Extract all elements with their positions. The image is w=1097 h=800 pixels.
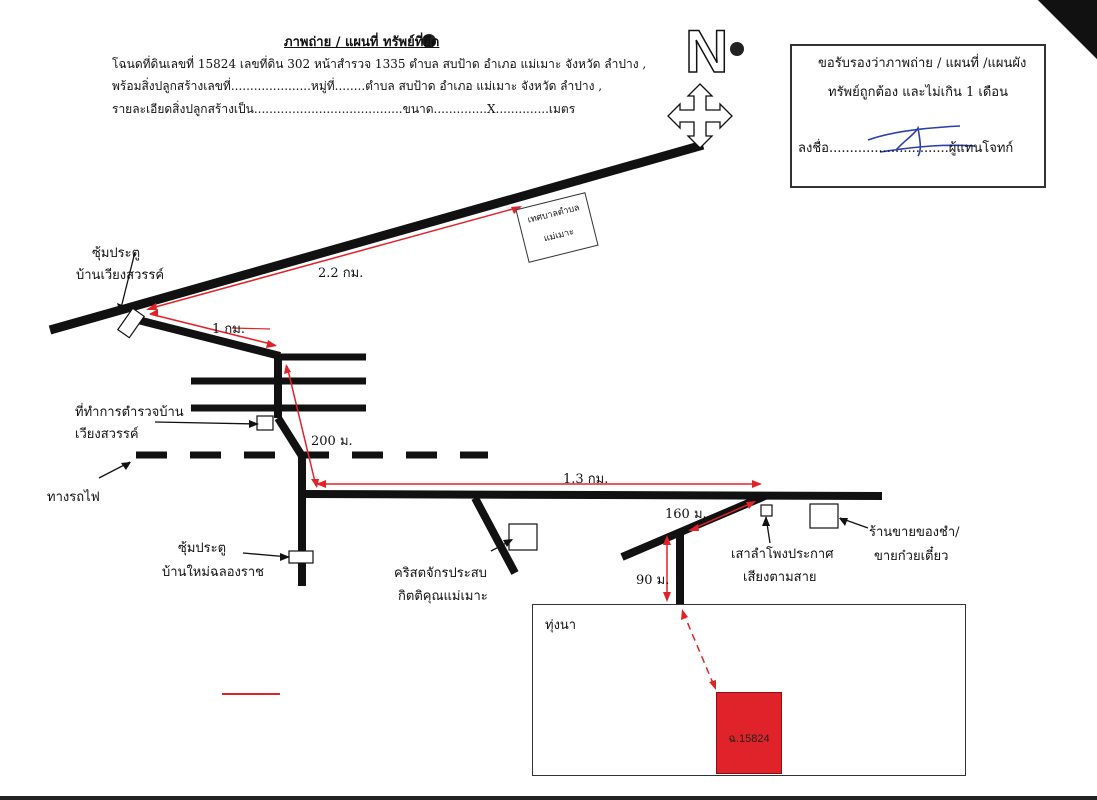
cert-line-2: ทรัพย์ถูกต้อง และไม่เกิน 1 เดือน — [828, 85, 1008, 100]
hole-punch-2 — [730, 42, 744, 56]
village-diagonal — [274, 415, 306, 459]
deed-line: โฉนดที่ดินเลขที่ 15824 เลขที่ดิน 302 หน้… — [112, 57, 647, 71]
compass-arrows-icon — [667, 83, 733, 149]
church-road — [471, 496, 519, 575]
signature-scribble — [867, 125, 976, 157]
church-label-1: คริสตจักรประสบ — [394, 566, 487, 581]
shop-label-2: ขายก๋วยเตี๋ยว — [874, 549, 949, 564]
police-label-2: เวียงสวรรค์ — [75, 427, 139, 442]
hole-punch-1 — [422, 34, 436, 48]
distance-arrows — [147, 206, 760, 695]
pole-marker — [760, 504, 773, 517]
certification-box — [790, 44, 1046, 188]
field-road — [620, 492, 767, 561]
gate-mai-label-2: บ้านใหม่ฉลองราช — [162, 565, 265, 580]
north-letter: N — [684, 18, 729, 85]
target-plot: ฉ.15824 — [716, 692, 782, 774]
pole-label-1: เสาลำโพงประกาศ — [731, 547, 834, 562]
shop-label-1: ร้านขายของชำ/ — [869, 525, 960, 540]
railway-label: ทางรถไฟ — [47, 490, 100, 505]
gate-wiang-sawan-label-1: ซุ้มประตู — [92, 246, 141, 261]
main-highway — [48, 140, 705, 335]
gate-wiang-sawan-label-2: บ้านเวียงสวรรค์ — [76, 268, 165, 283]
field-label: ทุ่งนา — [545, 618, 577, 633]
distance-village: 200 ม. — [311, 434, 353, 449]
building-detail-line: รายละเอียดสิ่งปลูกสร้างเป็น.............… — [112, 102, 576, 116]
distance-highway: 2.2 กม. — [318, 266, 364, 281]
distance-branch: 1 กม. — [212, 322, 245, 337]
distance-field-road: 160 ม. — [665, 507, 707, 522]
gate-mai-label-1: ซุ้มประตู — [178, 541, 227, 556]
cert-line-1: ขอรับรองว่าภาพถ่าย / แผนที่ /แผนผัง — [818, 56, 1027, 71]
rice-field-area — [532, 604, 966, 776]
scan-corner-shadow — [1027, 0, 1097, 60]
east-road — [301, 490, 883, 500]
distance-east-road: 1.3 กม. — [563, 472, 609, 487]
branch-road-1 — [129, 314, 281, 360]
church-marker — [508, 523, 538, 551]
police-label-1: ที่ทำการตำรวจบ้าน — [75, 405, 184, 420]
shop-marker — [809, 503, 839, 529]
church-label-2: กิตติคุณแม่เมาะ — [398, 589, 488, 604]
cert-sign-label: ลงชื่อ.............................ผู้แท… — [798, 141, 1014, 156]
gate-mai-marker — [288, 550, 314, 564]
page-title: ภาพถ่าย / แผนที่ ทรัพย์ที่ยึด — [284, 35, 440, 50]
plot-label: ฉ.15824 — [728, 733, 770, 745]
scan-bottom-edge — [0, 796, 1097, 800]
gate-wiang-sawan-marker — [116, 307, 146, 339]
pole-label-2: เสียงตามสาย — [743, 570, 817, 585]
police-marker — [256, 415, 274, 431]
distance-field-access: 90 ม. — [636, 573, 670, 588]
building-line: พร้อมสิ่งปลูกสร้างเลขที่................… — [112, 79, 603, 93]
